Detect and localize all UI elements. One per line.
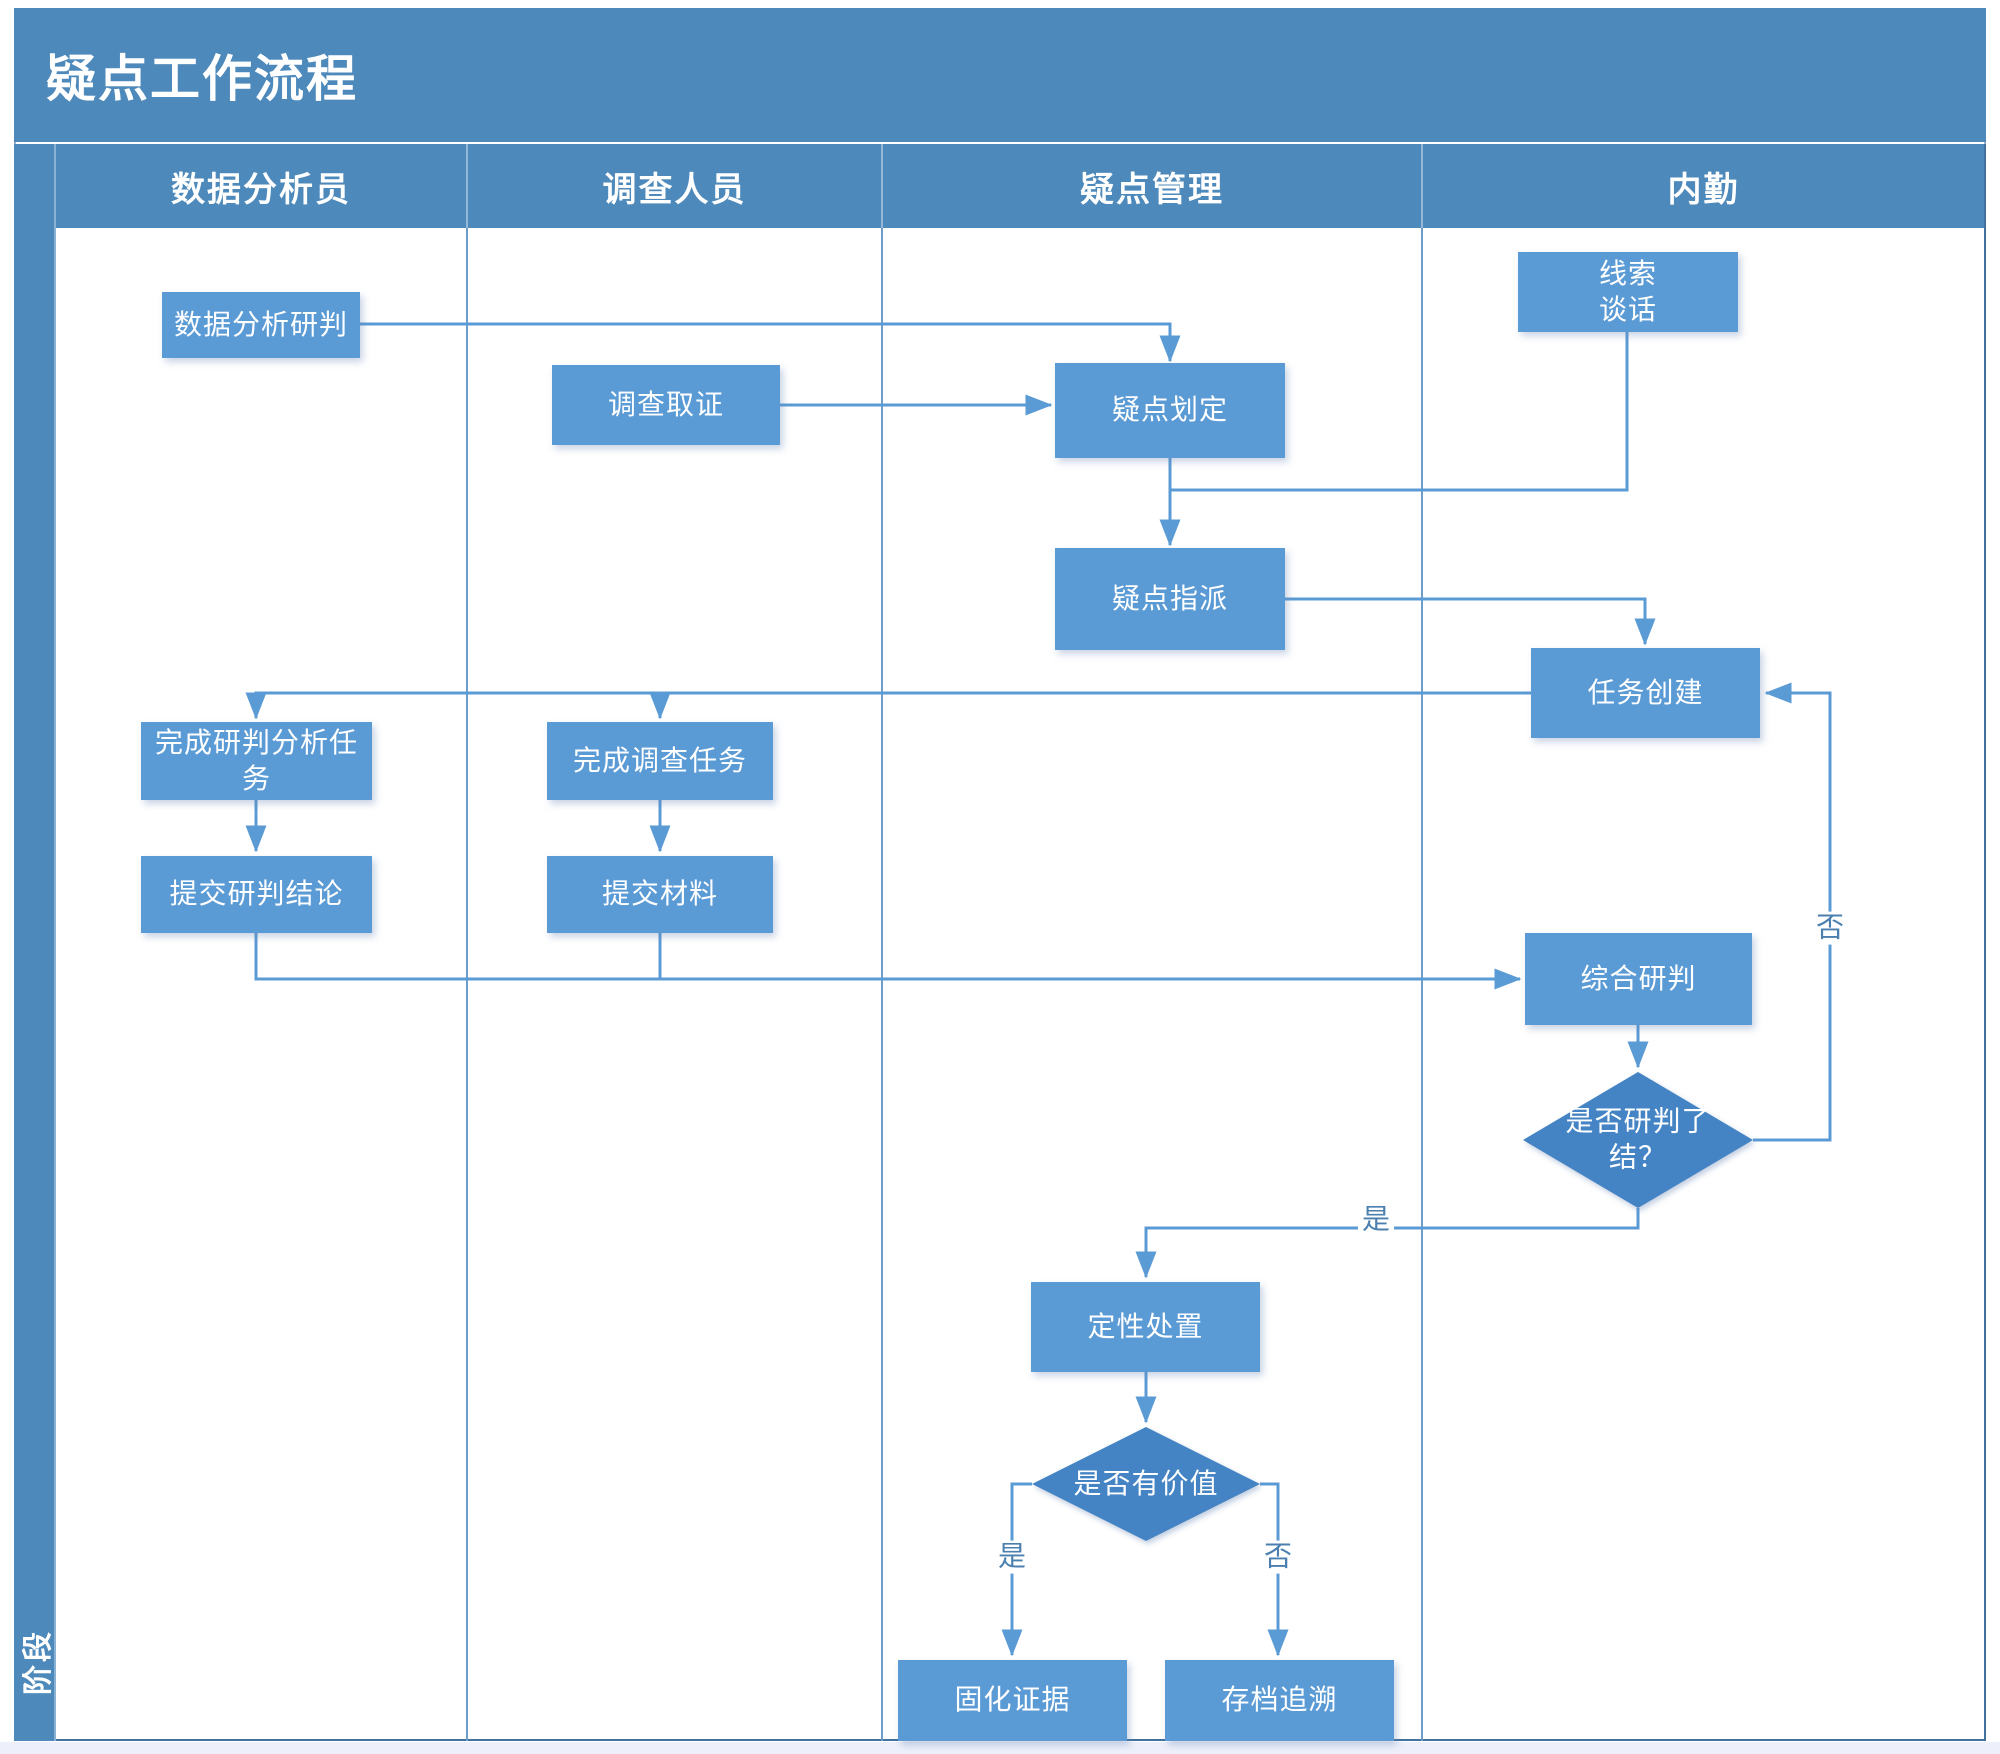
lane-divider-2 [881, 228, 883, 1741]
lane-header-investigator: 调查人员 [466, 144, 881, 228]
lane-divider-3 [1421, 228, 1423, 1741]
node-clue-talk-line1: 线索 [1598, 257, 1657, 289]
node-delineate: 疑点划定 [1055, 363, 1285, 458]
edge-label-closed-no: 否 [1811, 911, 1849, 945]
decision-closed-label: 是否研判了 结？ [1565, 1104, 1710, 1177]
phase-strip [14, 144, 56, 1741]
node-clue-talk: 线索 谈话 [1518, 252, 1738, 332]
lane-header-internal-office: 内勤 [1421, 144, 1984, 228]
edge-data-analysis-to-delineate [360, 322, 1181, 363]
lane-header-doubt-management: 疑点管理 [881, 144, 1421, 228]
node-complete-investigation: 完成调查任务 [547, 722, 773, 800]
node-archive-trace: 存档追溯 [1165, 1660, 1394, 1741]
lane-header-data-analyst: 数据分析员 [56, 144, 466, 228]
edge-decision-value-no-to-archive [1260, 1482, 1289, 1657]
node-assign: 疑点指派 [1055, 548, 1285, 650]
node-task-create: 任务创建 [1531, 648, 1760, 738]
node-clue-talk-line2: 谈话 [1598, 294, 1657, 325]
lane-divider-1 [466, 228, 468, 1741]
node-solidify-evidence: 固化证据 [898, 1660, 1127, 1741]
edge-label-value-yes: 是 [993, 1540, 1031, 1574]
node-submit-conclusion: 提交研判结论 [141, 856, 372, 933]
page-margin-strip [0, 1742, 2000, 1754]
header-divider-line [14, 142, 1986, 144]
edge-decision-value-yes-to-solidify [1001, 1482, 1032, 1657]
node-dispose: 定性处置 [1031, 1282, 1260, 1372]
title-bar: 疑点工作流程 [14, 8, 1986, 142]
page-title: 疑点工作流程 [46, 51, 358, 107]
edge-task-create-to-complete-analysis [245, 691, 1531, 720]
edge-submit-conclusion-to-synthesis [254, 933, 1522, 990]
edge-clue-to-assign-junction [1170, 332, 1629, 492]
edge-assign-to-task-create [1285, 597, 1656, 646]
node-submit-material: 提交材料 [547, 856, 773, 933]
decision-closed-diamond [1523, 1072, 1753, 1208]
decision-closed-line1: 是否研判了 [1565, 1105, 1711, 1137]
node-synthesis: 综合研判 [1525, 933, 1752, 1025]
node-investigate: 调查取证 [552, 365, 780, 445]
edge-label-value-no: 否 [1259, 1540, 1297, 1574]
edge-label-closed-yes: 是 [1357, 1203, 1395, 1237]
node-complete-analysis: 完成研判分析任务 [141, 722, 372, 800]
decision-value-diamond [1032, 1427, 1260, 1541]
decision-value-label: 是否有价值 [1073, 1467, 1219, 1499]
node-data-analysis: 数据分析研判 [162, 292, 360, 358]
decision-closed-line2: 结？ [1608, 1142, 1668, 1173]
